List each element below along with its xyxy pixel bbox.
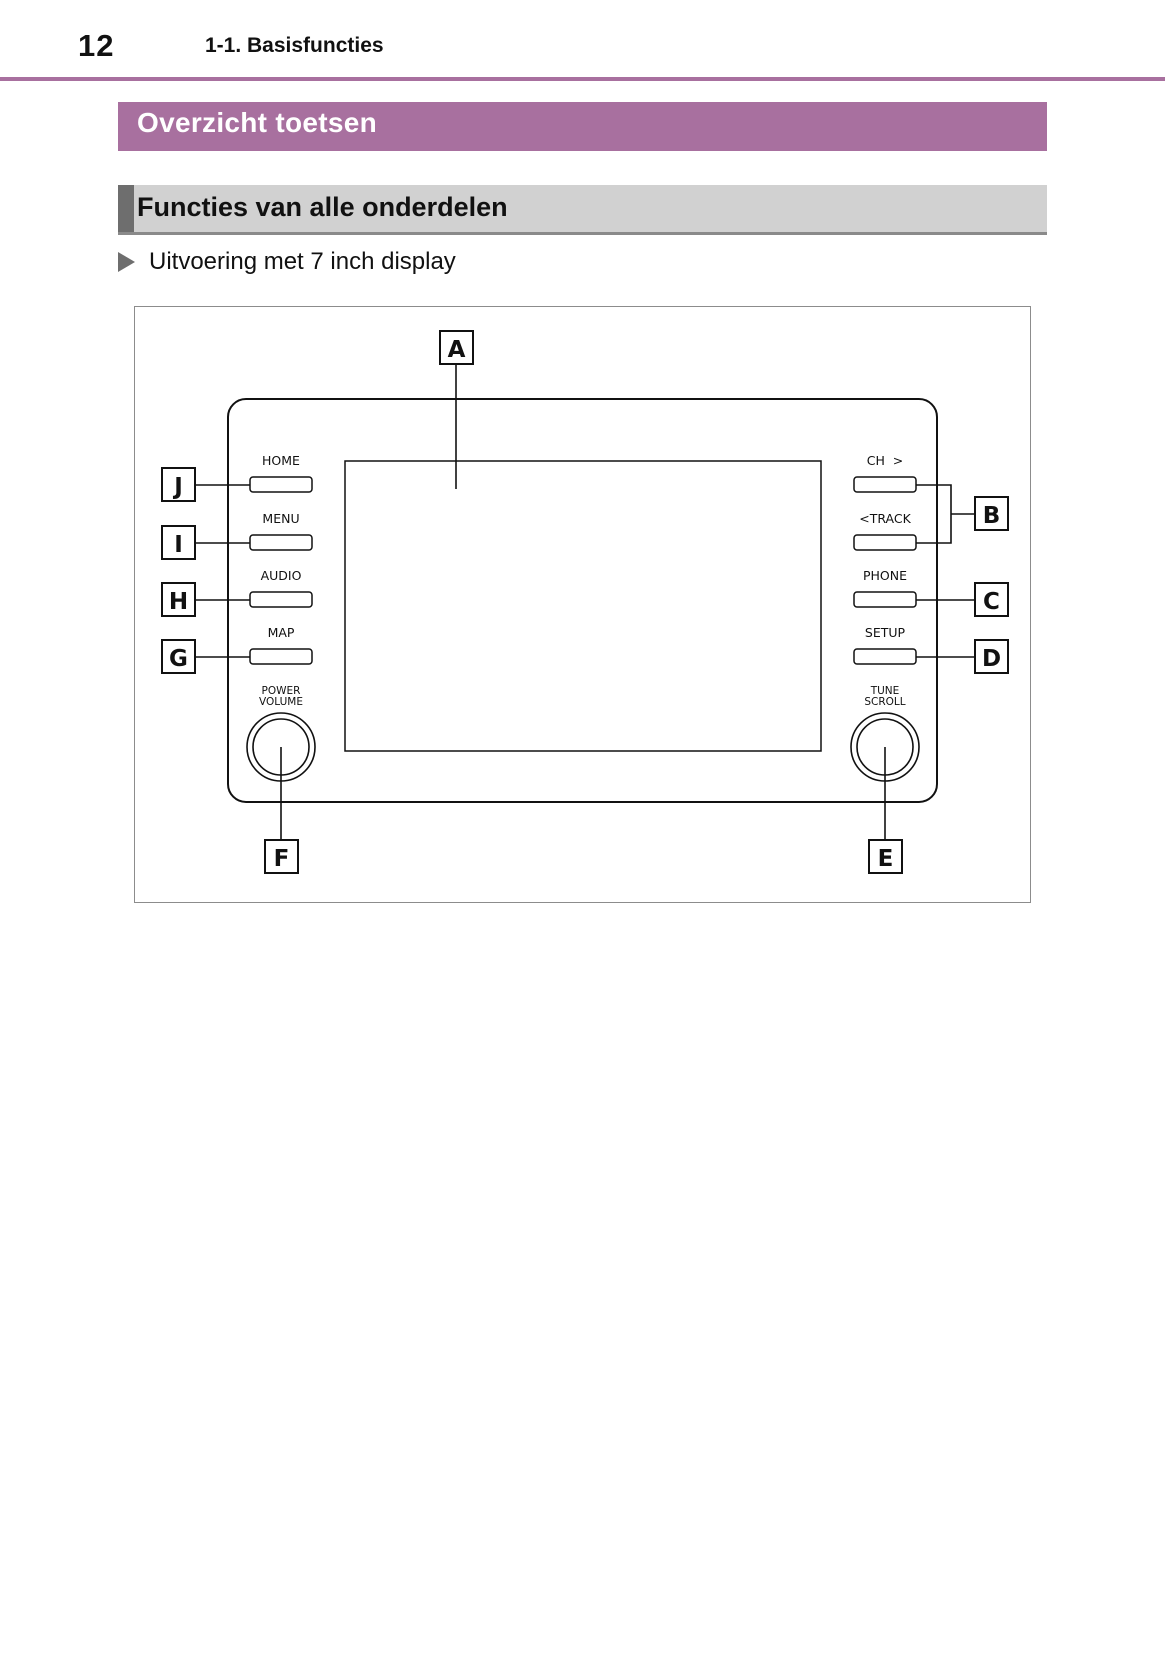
tune-label: TUNE xyxy=(870,685,900,697)
map-button[interactable] xyxy=(249,648,313,665)
callout-f: F xyxy=(264,839,299,874)
callout-e: E xyxy=(868,839,903,874)
callout-a-letter: A xyxy=(448,337,466,363)
callout-h-letter: H xyxy=(169,589,188,615)
left-buttons: HOME MENU AUDIO MAP xyxy=(249,453,313,665)
triangle-bullet-icon xyxy=(118,252,135,272)
display-screen xyxy=(344,460,822,752)
page-number: 12 xyxy=(78,28,115,63)
home-label: HOME xyxy=(262,453,300,468)
subsection-title: Functies van alle onderdelen xyxy=(137,192,508,222)
subsection-title-bar: Functies van alle onderdelen xyxy=(118,185,1047,235)
ch-label: CH > xyxy=(867,453,904,468)
callout-j: J xyxy=(161,467,196,502)
callout-j-letter: J xyxy=(172,474,183,500)
figure-frame: HOME MENU AUDIO MAP CH > <TRACK PHONE SE… xyxy=(134,306,1031,903)
audio-label: AUDIO xyxy=(261,568,302,583)
callout-f-letter: F xyxy=(274,846,290,872)
right-buttons: CH > <TRACK PHONE SETUP xyxy=(853,453,917,665)
callout-leaders xyxy=(195,365,975,840)
audio-button[interactable] xyxy=(249,591,313,608)
callout-g-letter: G xyxy=(169,646,188,672)
callout-h: H xyxy=(161,582,196,617)
menu-button[interactable] xyxy=(249,534,313,551)
callout-b-letter: B xyxy=(983,503,1001,529)
phone-button[interactable] xyxy=(853,591,917,608)
setup-label: SETUP xyxy=(865,625,906,640)
head-unit-diagram: HOME MENU AUDIO MAP CH > <TRACK PHONE SE… xyxy=(161,330,1009,874)
menu-label: MENU xyxy=(262,511,299,526)
home-button[interactable] xyxy=(249,476,313,493)
phone-label: PHONE xyxy=(863,568,907,583)
scroll-label: SCROLL xyxy=(864,696,905,708)
callout-c: C xyxy=(974,582,1009,617)
variant-label: Uitvoering met 7 inch display xyxy=(149,248,456,275)
callout-g: G xyxy=(161,639,196,674)
section-title-bar: Overzicht toetsen xyxy=(118,102,1047,151)
callout-c-letter: C xyxy=(983,589,1000,615)
track-button[interactable] xyxy=(853,534,917,551)
callout-b: B xyxy=(974,496,1009,531)
head-unit-outline xyxy=(227,398,938,803)
header-rule xyxy=(0,77,1165,81)
section-title: Overzicht toetsen xyxy=(137,107,378,138)
volume-label: VOLUME xyxy=(259,696,303,708)
callout-e-letter: E xyxy=(878,846,894,872)
callout-d-letter: D xyxy=(982,646,1001,672)
variant-line: Uitvoering met 7 inch display xyxy=(118,248,456,276)
callout-a: A xyxy=(439,330,474,365)
section-reference: 1-1. Basisfuncties xyxy=(205,34,384,57)
power-label: POWER xyxy=(262,685,301,697)
leader-b xyxy=(916,484,952,544)
subsection-accent xyxy=(118,185,134,232)
map-label: MAP xyxy=(268,625,295,640)
ch-button[interactable] xyxy=(853,476,917,493)
track-label: <TRACK xyxy=(859,511,911,526)
callout-i: I xyxy=(161,525,196,560)
callout-i-letter: I xyxy=(174,532,183,558)
callout-d: D xyxy=(974,639,1009,674)
setup-button[interactable] xyxy=(853,648,917,665)
